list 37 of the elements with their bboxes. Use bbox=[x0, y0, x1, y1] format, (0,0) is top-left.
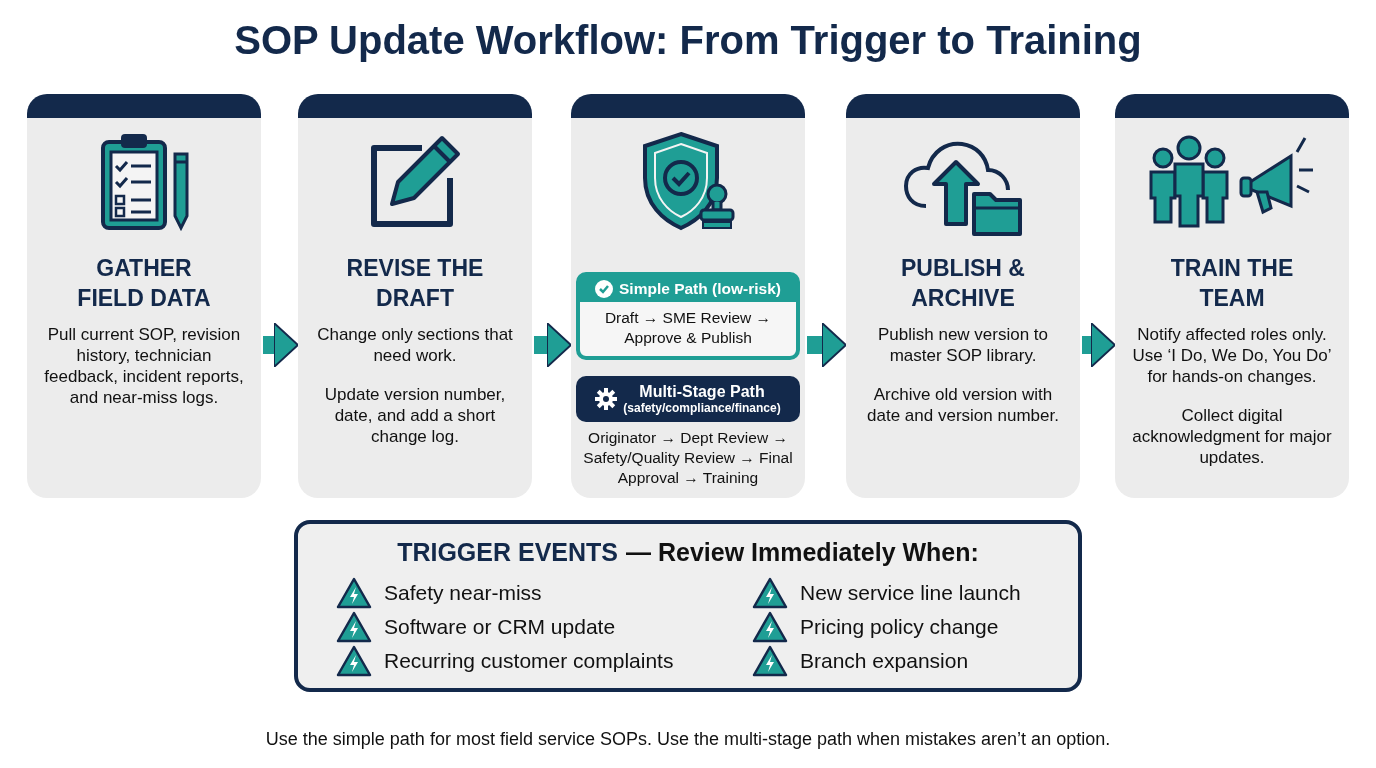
arrow bbox=[807, 322, 847, 368]
trigger-event: Software or CRM update bbox=[384, 615, 616, 639]
trigger-panel bbox=[294, 520, 1082, 692]
step-description: Publish new version to master SOP library. bbox=[876, 324, 1050, 366]
path-steps: Draft → SME Review → Approve & Publish bbox=[580, 302, 796, 356]
path-steps: Originator → Dept Review → Safety/Quality Review → Final Approval → Training bbox=[576, 422, 800, 488]
trigger-event: Branch expansion bbox=[800, 649, 969, 673]
trigger-event: Recurring customer complaints bbox=[384, 649, 674, 673]
step-card bbox=[1115, 94, 1349, 498]
panel-subheading: — Review Immediately When: bbox=[626, 538, 979, 566]
arrow bbox=[534, 322, 572, 368]
step-description: Change only sections that need work. bbox=[316, 324, 514, 366]
panel-heading: TRIGGER EVENTS bbox=[397, 538, 618, 566]
arrow bbox=[263, 322, 299, 368]
trigger-event: Safety near-miss bbox=[384, 581, 542, 605]
diagram-title: SOP Update Workflow: From Trigger to Training bbox=[233, 18, 1143, 63]
step-title: REVISE THE DRAFT bbox=[345, 254, 485, 313]
step-description: Notify affected roles only. Use ‘I Do, We Do, You Do’ for hands-on changes. bbox=[1131, 324, 1333, 387]
arrow bbox=[1082, 322, 1116, 368]
path-title: Multi-Stage Path bbox=[638, 383, 766, 401]
step-title: GATHER FIELD DATA bbox=[76, 254, 212, 313]
path-subtitle: (safety/compliance/finance) bbox=[623, 401, 781, 415]
trigger-event: Pricing policy change bbox=[800, 615, 999, 639]
path-title: Simple Path (low-risk) bbox=[619, 280, 781, 298]
step-description: Pull current SOP, revision history, technician feedback, incident reports, and near-miss logs. bbox=[43, 324, 245, 408]
trigger-event: New service line launch bbox=[800, 581, 1021, 605]
step-description: Archive old version with date and version number. bbox=[866, 384, 1060, 426]
step-description: Collect digital acknowledgment for major updates. bbox=[1131, 405, 1333, 468]
simple-path-panel bbox=[576, 272, 800, 360]
caption: Use the simple path for most field service SOPs. Use the multi-stage path when mistakes aren’t an option. bbox=[264, 729, 1112, 750]
step-description: Update version number, date, and add a short change log. bbox=[323, 384, 507, 447]
step-card bbox=[571, 94, 805, 498]
step-card bbox=[27, 94, 261, 498]
step-title: PUBLISH & ARCHIVE bbox=[900, 254, 1026, 313]
step-card bbox=[298, 94, 532, 498]
step-title: TRAIN THE TEAM bbox=[1169, 254, 1295, 313]
step-card bbox=[846, 94, 1080, 498]
